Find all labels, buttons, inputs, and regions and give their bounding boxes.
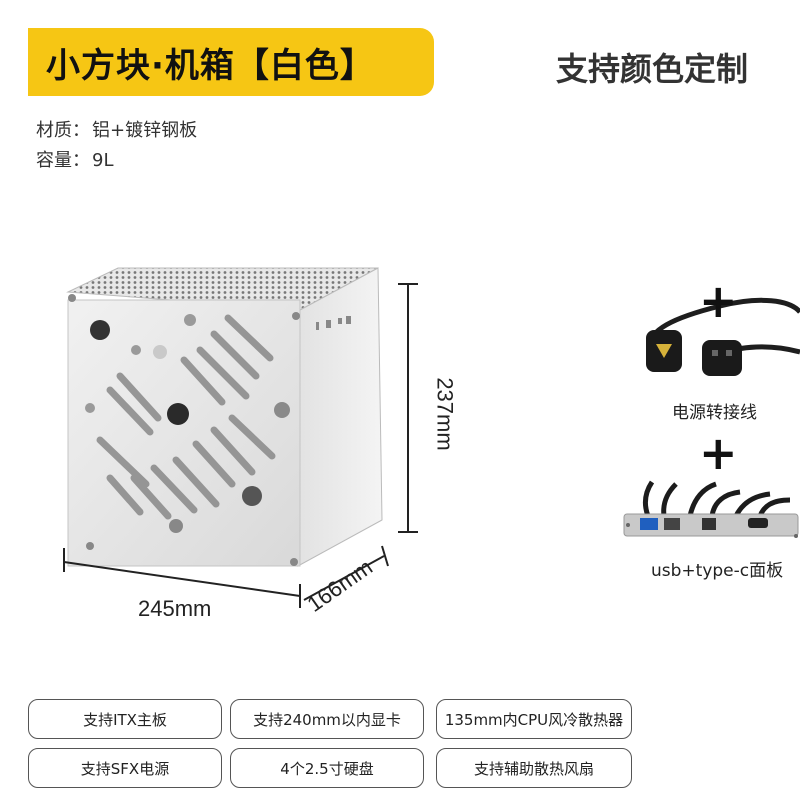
accessory-label-power-cable: 电源转接线 [672, 403, 757, 423]
spec-label: 材质： [36, 120, 90, 141]
feature-cpu-cooler: 135mm内CPU风冷散热器 [436, 699, 632, 739]
accessory-label-usb-panel: usb+type-c面板 [651, 561, 784, 581]
product-title: 小方块·机箱【白色】 [46, 46, 375, 86]
feature-aux-fan: 支持辅助散热风扇 [436, 748, 632, 788]
custom-color-note: 支持颜色定制 [556, 50, 749, 88]
feature-drive-bays: 4个2.5寸硬盘 [230, 748, 424, 788]
height-dimension-label: 237mm [432, 377, 458, 451]
plus-icon: + [699, 274, 738, 328]
width-dimension-label: 245mm [138, 596, 212, 621]
feature-itx-board: 支持ITX主板 [28, 699, 222, 739]
power-cable-icon [646, 297, 800, 376]
feature-gpu-length: 支持240mm以内显卡 [230, 699, 424, 739]
plus-icon: + [699, 426, 738, 480]
spec-label: 容量： [36, 150, 90, 171]
usb-panel-icon [623, 480, 799, 538]
feature-sfx-psu: 支持SFX电源 [28, 748, 222, 788]
spec-material: 材质：铝+镀锌钢板 [36, 116, 197, 142]
spec-value: 铝+镀锌钢板 [92, 120, 198, 141]
spec-value: 9L [92, 150, 114, 171]
title-banner [28, 28, 434, 96]
spec-capacity: 容量：9L [36, 146, 113, 172]
